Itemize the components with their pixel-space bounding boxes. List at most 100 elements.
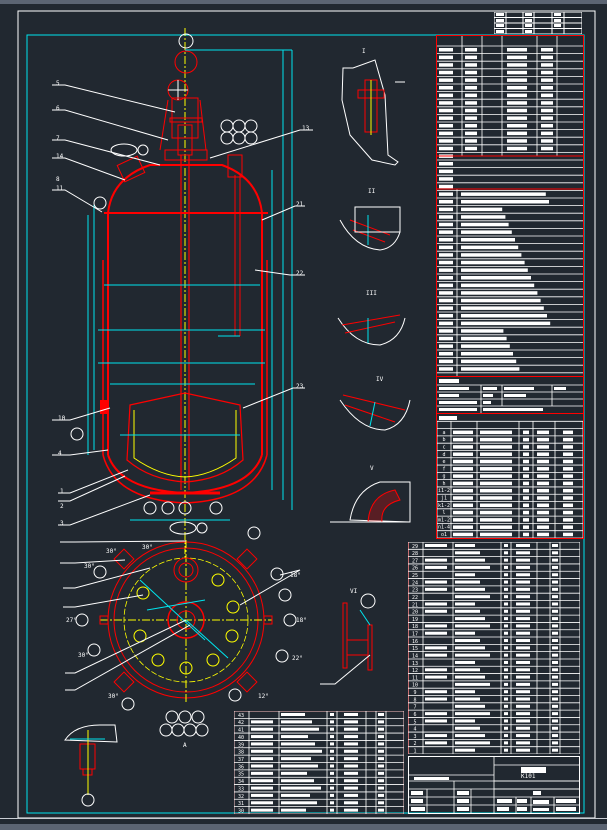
angle-label: 27° [66, 617, 77, 624]
title-block: K101 [408, 756, 580, 814]
part-number: 38 [238, 750, 244, 756]
drive-bubble [178, 33, 194, 49]
part-number: 12 [412, 668, 418, 674]
revision-block [493, 11, 583, 35]
part-number: 37 [238, 757, 244, 763]
nozzle-mark: a [442, 430, 445, 436]
main-elevation-view [52, 28, 313, 560]
part-number: 9 [413, 690, 416, 696]
leader-lines-left [52, 84, 176, 526]
plan-lugs [99, 548, 273, 693]
detail-title: IV [376, 376, 384, 383]
detail-III [337, 314, 406, 346]
part-number: 23 [412, 588, 418, 594]
leader-label: 3 [60, 520, 64, 527]
part-number: 42 [238, 720, 244, 726]
detail-title: I [362, 48, 366, 55]
angle-label: 30° [142, 544, 153, 551]
nozzle-mark: l [442, 510, 445, 516]
part-number: 14 [412, 653, 418, 659]
detail-title: II [368, 188, 376, 195]
nozzle-top-left [116, 155, 146, 183]
leader-label: 7 [56, 135, 60, 142]
leader-label: 6 [56, 105, 60, 112]
plan-view-label: A [183, 742, 187, 749]
detail-title: III [366, 290, 377, 297]
leader-label: 1 [60, 488, 64, 495]
part-number: 8 [413, 697, 416, 703]
technical-specification-table [436, 35, 584, 377]
part-number: 32 [238, 794, 244, 800]
nozzle-mark: j1 [441, 496, 447, 502]
part-number: 13 [412, 661, 418, 667]
leader-label: 4 [58, 450, 62, 457]
drawing-number: K101 [521, 773, 536, 780]
detail-I [341, 59, 405, 166]
angle-label: 12° [258, 693, 269, 700]
detail-title: VI [350, 588, 358, 595]
part-number: 5 [413, 719, 416, 725]
leader-label: 5 [56, 80, 60, 87]
angle-label: 30° [78, 652, 89, 659]
part-number: 3 [413, 734, 416, 740]
part-number: 26 [412, 566, 418, 572]
nozzle-mark: c [442, 444, 445, 450]
part-number: 4 [413, 727, 416, 733]
part-number: 7 [413, 705, 416, 711]
part-number: 29 [412, 544, 418, 550]
part-number: 6 [413, 712, 416, 718]
window-bottom-bar [0, 824, 607, 830]
part-number: 34 [238, 779, 244, 785]
part-number: 40 [238, 735, 244, 741]
part-number: 1 [413, 749, 416, 755]
leader-label: 2 [60, 503, 64, 510]
detail-V [330, 481, 411, 523]
window-top-bar [0, 0, 607, 4]
jacket-inlet-nozzle [100, 400, 108, 414]
stuffing-box-flange [164, 149, 208, 161]
detail-VI [320, 593, 376, 685]
part-number: 22 [412, 595, 418, 601]
part-number: 30 [238, 809, 244, 815]
angle-label: 30° [106, 548, 117, 555]
motor-top [174, 50, 198, 74]
nozzle-mark: g [442, 474, 445, 480]
sheet-inner-border [26, 34, 585, 814]
angle-label: 18° [290, 572, 301, 579]
nozzle-top-right [227, 154, 243, 178]
nozzle-mark: n1-4 [438, 525, 450, 531]
part-number: 33 [238, 786, 244, 792]
plan-view [60, 540, 301, 737]
model-space-separator [0, 818, 607, 819]
detail-nozzle-section [64, 724, 118, 807]
plan-leaders [60, 540, 301, 691]
leader-label: 10 [58, 415, 66, 422]
plan-dimension-lines [139, 579, 229, 659]
jacket-bottom [102, 454, 268, 504]
leader-label: 23 [296, 383, 304, 390]
nozzle-bubbles [70, 119, 261, 540]
part-number: 2 [413, 741, 416, 747]
nozzle-mark: i1-2 [438, 488, 450, 494]
nozzle-mark: d [442, 452, 445, 458]
agitator-inner [133, 410, 237, 478]
leader-label: 13 [302, 125, 310, 132]
part-number: 24 [412, 580, 418, 586]
leader-lines-right [209, 129, 313, 409]
plan-center-flange [167, 601, 205, 639]
nozzle-mark: h [442, 481, 445, 487]
part-number: 31 [238, 801, 244, 807]
part-number: 41 [238, 728, 244, 734]
part-number: 36 [238, 764, 244, 770]
part-number: 43 [238, 713, 244, 719]
part-number: 19 [412, 617, 418, 623]
part-number: 28 [412, 551, 418, 557]
part-number: 27 [412, 558, 418, 564]
part-number: 15 [412, 646, 418, 652]
leader-label: 14 [56, 153, 64, 160]
coupling [177, 124, 193, 156]
part-number: 21 [412, 602, 418, 608]
nozzle-mark: o1 [441, 532, 447, 538]
